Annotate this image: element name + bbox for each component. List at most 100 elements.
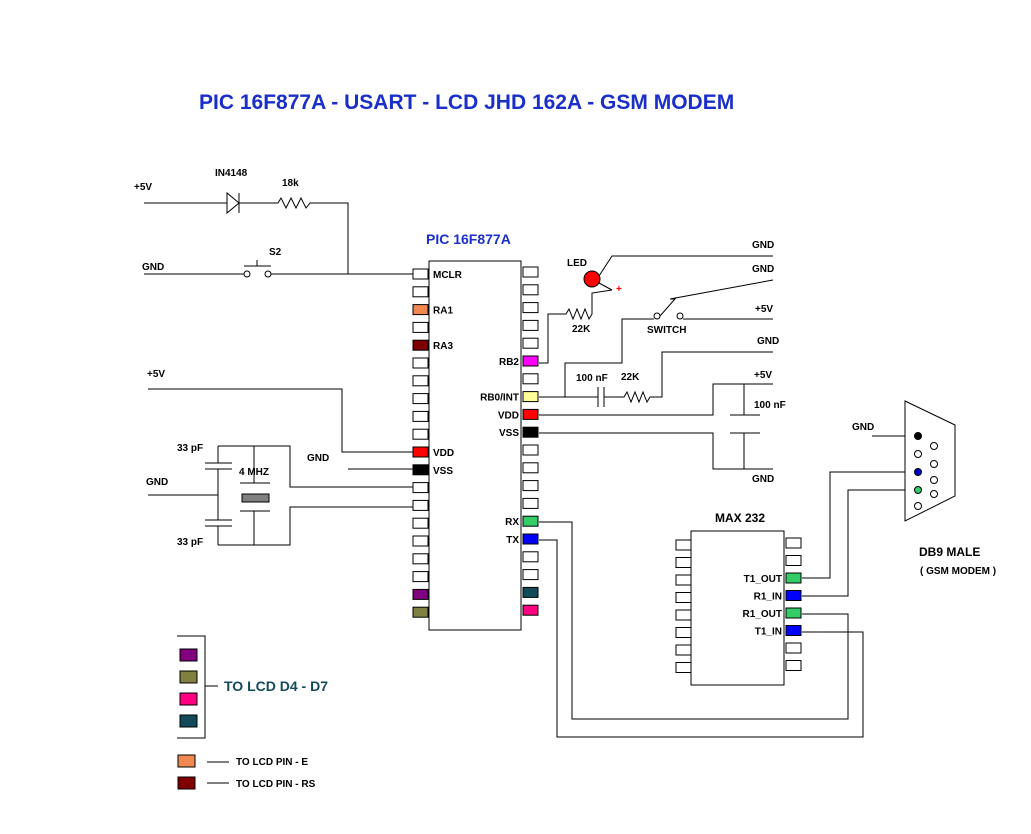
lcd-bus-swatch-2	[179, 670, 198, 684]
lcd-e-swatch	[177, 754, 196, 768]
vcc-label-switch: +5V	[755, 304, 773, 315]
wire-rb2-resistor-led	[539, 289, 613, 364]
cap-33pf-bottom-label: 33 pF	[177, 537, 203, 548]
max232-right-pin-label-t1-out: T1_OUT	[744, 574, 782, 585]
pic-right-pin-12	[522, 462, 539, 474]
pic-right-pin-9	[522, 408, 539, 420]
decoupling-network	[539, 383, 773, 470]
wire-resistor-18k-to-mclr	[239, 196, 413, 275]
lcd-rs-swatch	[177, 776, 196, 790]
max232-right-pin-1	[785, 537, 802, 549]
pic-left-pin-11	[412, 446, 429, 458]
pic-left-pin-label-ra1: RA1	[433, 306, 453, 317]
lcd-bus-swatch-1	[179, 648, 198, 662]
pic-right-pin-3	[522, 302, 539, 314]
pic-left-pin-14	[412, 499, 429, 511]
pic-right-pin-13	[522, 480, 539, 492]
gnd-label-reset: GND	[142, 262, 164, 273]
pic-left-pin-label-mclr: MCLR	[433, 270, 463, 281]
pic-right-pin-10	[522, 426, 539, 438]
max232-right-pin-8	[785, 660, 802, 671]
pic-right-pin-label-rb0-int: RB0/INT	[480, 393, 519, 404]
lcd-bus-swatch-4	[179, 714, 198, 728]
gnd-label-decoupling: GND	[752, 474, 774, 485]
lcd-e-label: TO LCD PIN - E	[236, 757, 308, 768]
diode-symbol	[226, 191, 240, 215]
pic-chip-body	[428, 260, 522, 631]
max232-right-pin-label-t1-in: T1_IN	[755, 627, 782, 638]
max232-right-pin-5	[785, 607, 802, 619]
pic-left-pin-label-ra3: RA3	[433, 341, 453, 352]
rb0-debounce-network	[539, 351, 773, 407]
cap-100nf-int-label: 100 nF	[576, 373, 608, 384]
diode-label: IN4148	[215, 168, 248, 179]
cap-100nf-decoupling-label: 100 nF	[754, 400, 786, 411]
pic-right-pin-label-vss: VSS	[499, 428, 519, 439]
pic-left-pin-6	[412, 357, 429, 369]
lcd-bus-label: TO LCD D4 - D7	[224, 678, 328, 694]
crystal-oscillator-network	[148, 445, 413, 546]
lcd-bus-bracket	[177, 635, 206, 739]
max232-right-pin-7	[785, 642, 802, 654]
pic-right-pin-7	[522, 373, 539, 385]
led-symbol	[583, 255, 773, 291]
uart-wiring	[539, 435, 910, 738]
max232-right-pin-label-r1-out: R1_OUT	[743, 609, 782, 620]
db9-connector-symbol	[904, 400, 956, 522]
pushbutton-s2-symbol	[144, 260, 348, 278]
pic-name-label: PIC 16F877A	[426, 231, 511, 247]
spdt-switch-symbol	[564, 279, 774, 397]
pic-right-pin-11	[522, 444, 539, 456]
vcc-label-decoupling: +5V	[754, 370, 772, 381]
max232-name-label: MAX 232	[715, 511, 765, 525]
max232-right-pin-label-r1-in: R1_IN	[754, 592, 782, 603]
max232-right-pin-column: T1_OUT R1_IN R1_OUT T1_IN	[743, 537, 802, 671]
max232-left-pin-3	[675, 574, 692, 586]
max232-right-pin-6	[785, 625, 802, 636]
switch-label: SWITCH	[647, 325, 686, 336]
pic-right-pin-1	[522, 266, 539, 278]
pic-right-pin-20	[522, 604, 539, 616]
pic-left-pin-label-vss: VSS	[433, 466, 453, 477]
pic-left-pin-13	[412, 482, 429, 494]
led-polarity-mark: +	[616, 284, 622, 295]
max232-left-pin-2	[675, 557, 692, 568]
pic-left-pin-4	[412, 321, 429, 333]
max232-chip-body	[690, 530, 785, 686]
wire-5v-to-vdd	[148, 388, 413, 453]
pic-left-pin-1	[412, 268, 429, 280]
pic-right-pin-17	[522, 551, 539, 563]
switch-s2-label: S2	[269, 247, 282, 258]
max232-left-pin-7	[675, 644, 692, 656]
pic-left-pin-20	[412, 606, 429, 618]
pic-right-pin-16	[522, 533, 539, 545]
vcc-label-mclr: +5V	[134, 182, 152, 193]
gnd-label-led: GND	[752, 240, 774, 251]
pic-right-pin-label-vdd: VDD	[498, 410, 519, 421]
pic-left-pin-7	[412, 375, 429, 387]
pic-right-pin-18	[522, 569, 539, 581]
pic-left-pin-2	[412, 286, 429, 298]
pic-right-pin-6	[522, 355, 539, 367]
pic-left-pin-label-vdd: VDD	[433, 448, 454, 459]
pic-left-pin-16	[412, 535, 429, 547]
max232-left-pin-5	[675, 609, 692, 621]
pic-left-pin-5	[412, 339, 429, 351]
pic-left-pin-19	[412, 588, 429, 600]
max232-left-pin-column	[675, 539, 692, 673]
pic-left-pin-18	[412, 571, 429, 583]
pic-left-pin-12	[412, 464, 429, 476]
gnd-label-db9: GND	[852, 422, 874, 433]
max232-left-pin-6	[675, 627, 692, 638]
pic-left-pin-8	[412, 393, 429, 405]
max232-left-pin-4	[675, 592, 692, 603]
lcd-bus-swatches	[179, 648, 198, 728]
gnd-label-crystal: GND	[146, 477, 168, 488]
gnd-label-switch: GND	[752, 264, 774, 275]
max232-right-pin-3	[785, 572, 802, 584]
pic-right-pin-label-rx: RX	[505, 517, 519, 528]
pic-right-pin-label-tx: TX	[506, 535, 519, 546]
lcd-bus-swatch-3	[179, 692, 198, 706]
